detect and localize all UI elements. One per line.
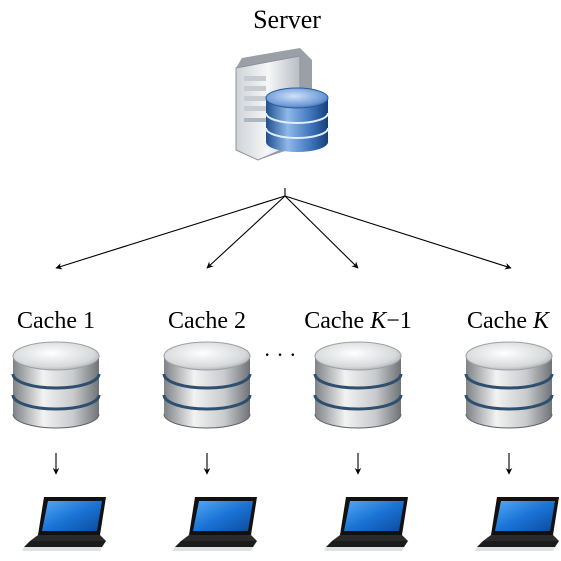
cache-label-2: Cache 2	[168, 308, 246, 334]
arrow-to-cache-1	[55, 195, 286, 270]
cache-label-1: Cache 1	[17, 308, 95, 334]
laptop-icon	[173, 497, 257, 551]
database-icon	[265, 87, 329, 152]
cache-label-3: Cache K−1	[304, 308, 412, 334]
cache-database-icon	[162, 340, 252, 430]
laptop-icon	[324, 497, 408, 551]
laptop-icon	[475, 497, 559, 551]
cache-database-icon	[313, 340, 403, 430]
arrow-to-cache-3	[284, 195, 359, 269]
arrow-to-cache-4	[284, 195, 512, 270]
cache-database-icon	[11, 340, 101, 430]
ellipsis: · · ·	[264, 342, 297, 367]
cache-to-user-arrows	[52, 453, 513, 475]
arrow-to-cache-2	[206, 195, 286, 269]
cache-labels: Cache 1 Cache 2 Cache K−1 Cache K	[17, 308, 551, 334]
server-label: Server	[253, 5, 321, 34]
server-connectors	[55, 188, 512, 270]
laptop-icon	[22, 497, 106, 551]
cache-database-icon	[464, 340, 554, 430]
cache-label-4: Cache K	[467, 308, 551, 334]
